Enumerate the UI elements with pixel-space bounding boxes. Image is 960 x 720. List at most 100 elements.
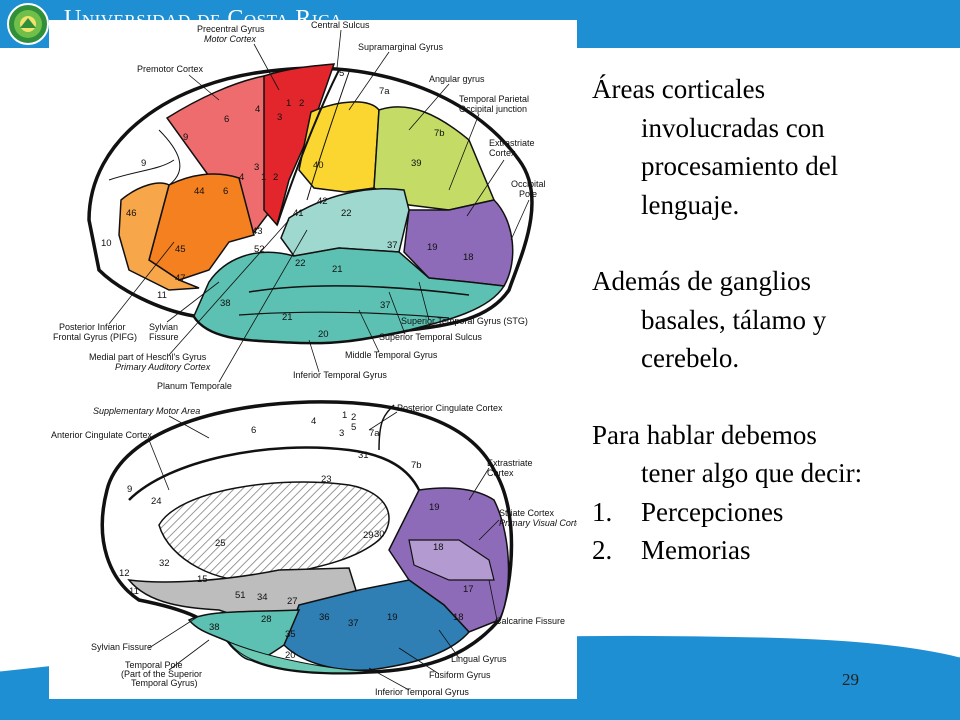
callout-label: Extrastriate — [489, 138, 535, 148]
callout-label: Pole — [519, 189, 537, 199]
callout-label: Extrastriate — [487, 458, 533, 468]
area-label: 34 — [257, 592, 268, 603]
area-label: 47 — [175, 273, 186, 284]
area-label: 10 — [101, 238, 112, 249]
area-label: 2 — [273, 172, 278, 183]
area-label: 21 — [332, 264, 343, 275]
area-label: 5 — [351, 422, 356, 433]
callout-label: Cortex — [487, 468, 514, 478]
callout-label: Supramarginal Gyrus — [358, 42, 444, 52]
list-item: 2. Memorias — [592, 531, 952, 570]
paragraph-cortical-areas: Áreas corticales involucradas con proces… — [592, 70, 952, 224]
university-seal-icon — [7, 3, 49, 45]
callout-label: Planum Temporale — [157, 381, 232, 391]
area-label: 44 — [194, 186, 205, 197]
callout-label: Inferior Temporal Gyrus — [375, 687, 469, 697]
area-label: 38 — [220, 298, 231, 309]
area-label: 2 — [351, 412, 356, 423]
area-label: 20 — [285, 650, 296, 661]
area-label: 21 — [282, 312, 293, 323]
callout-label: Angular gyrus — [429, 74, 485, 84]
area-label: 1 — [286, 98, 291, 109]
area-label: 4 — [239, 172, 244, 183]
area-label: 7a — [369, 428, 380, 439]
area-label: 43 — [252, 226, 263, 237]
callout-label: Cortex — [489, 148, 516, 158]
area-label: 39 — [411, 158, 422, 169]
callout-label: Middle Temporal Gyrus — [345, 350, 438, 360]
area-label: 40 — [313, 160, 324, 171]
area-label: 45 — [175, 244, 186, 255]
callout-label: Sylvian — [149, 322, 178, 332]
callout-label: Sylvian Fissure — [91, 642, 152, 652]
area-label: 22 — [341, 208, 352, 219]
area-label: 9 — [127, 484, 132, 495]
area-label: 7b — [434, 128, 445, 139]
area-label: 37 — [387, 240, 398, 251]
brain-figure: 6 4 1 2 3 5 7a 9 9 40 7b 39 6 4 3 1 2 44… — [49, 20, 577, 699]
callout-label: Superior Temporal Gyrus (STG) — [401, 316, 528, 326]
callout-label: Lingual Gyrus — [451, 654, 507, 664]
area-label: 36 — [319, 612, 330, 623]
area-label: 3 — [254, 162, 259, 173]
text-line: Áreas corticales — [592, 74, 766, 104]
area-label: 9 — [141, 158, 146, 169]
callout-label: Temporal Gyrus) — [131, 678, 198, 688]
callout-label: Central Sulcus — [311, 20, 370, 30]
text-line: Además de ganglios — [592, 266, 811, 296]
callout-label: Precentral Gyrus — [197, 24, 265, 34]
area-label: 4 — [255, 104, 260, 115]
area-label: 7b — [411, 460, 422, 471]
slide-text: Áreas corticales involucradas con proces… — [592, 70, 952, 570]
area-label: 2 — [299, 98, 304, 109]
text-line: involucradas con — [641, 112, 825, 143]
area-label: 6 — [251, 425, 256, 436]
area-label: 51 — [235, 590, 246, 601]
area-label: 25 — [215, 538, 226, 549]
area-label: 46 — [126, 208, 137, 219]
medial-brain-view: 6 4 3 1 2 5 7a 31 7b 23 9 24 19 25 29 30… — [51, 400, 577, 697]
area-label: 35 — [285, 629, 296, 640]
area-label: 37 — [348, 618, 359, 629]
area-label: 17 — [463, 584, 474, 595]
area-label: 1 — [342, 410, 347, 421]
callout-label: Occipital — [511, 179, 546, 189]
callout-label: Fusiform Gyrus — [429, 670, 491, 680]
area-label: 19 — [429, 502, 440, 513]
area-label: 29 — [363, 530, 374, 541]
list-text: Percepciones — [641, 496, 784, 527]
area-label: 19 — [387, 612, 398, 623]
callout-label: (Part of the Superior — [121, 669, 202, 679]
text-line: lenguaje. — [641, 189, 740, 220]
area-label: 20 — [318, 329, 329, 340]
area-label: 18 — [453, 612, 464, 623]
area-label: 9 — [183, 132, 188, 143]
page-number: 29 — [842, 670, 859, 689]
area-label: 30 — [374, 529, 385, 540]
callout-label: Primary Visual Cortex — [499, 518, 577, 528]
area-label: 37 — [380, 300, 391, 311]
text-line: Para hablar debemos — [592, 419, 817, 450]
text-line: cerebelo. — [641, 343, 740, 373]
callout-label: Occipital junction — [459, 104, 527, 114]
callout-label: Striate Cortex — [499, 508, 555, 518]
area-label: 31 — [358, 450, 369, 461]
callout-label: Primary Auditory Cortex — [115, 362, 211, 372]
area-label: 22 — [295, 258, 306, 269]
paragraph-to-speak: Para hablar debemos tener algo que decir… — [592, 416, 952, 493]
area-label: 3 — [277, 112, 282, 123]
area-label: 15 — [197, 574, 208, 585]
area-label: 5 — [339, 68, 344, 79]
paragraph-basal-ganglia: Además de ganglios basales, tálamo y cer… — [592, 262, 952, 378]
callout-label: Temporal Pole — [125, 660, 183, 670]
callout-label: Supplementary Motor Area — [93, 406, 200, 416]
text-line: basales, tálamo y — [641, 304, 827, 335]
area-label: 41 — [293, 208, 304, 219]
callout-label: Anterior Cingulate Cortex — [51, 430, 153, 440]
area-label: 4 — [311, 416, 316, 427]
area-label: 18 — [433, 542, 444, 553]
area-label: 27 — [287, 596, 298, 607]
area-label: 6 — [223, 186, 228, 197]
area-label: 24 — [151, 496, 162, 507]
callout-label: Calcarine Fissure — [495, 616, 565, 626]
